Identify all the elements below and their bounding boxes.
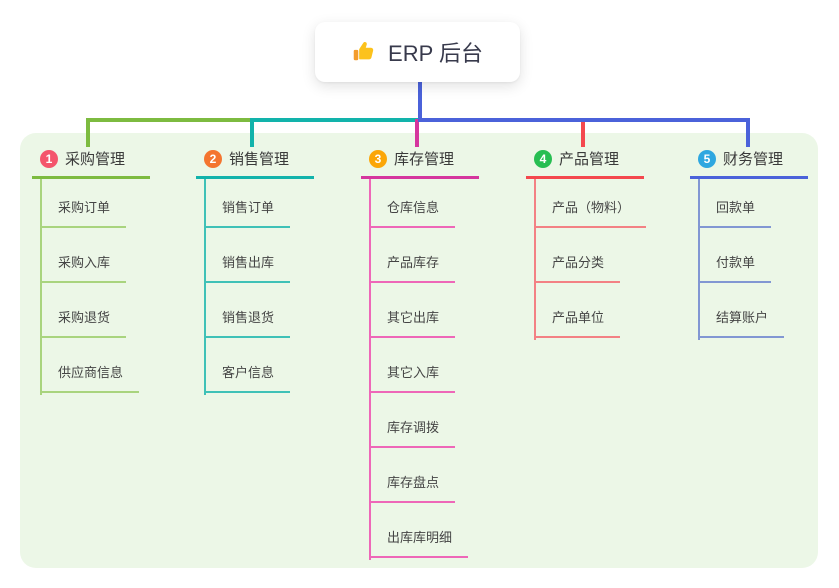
branch-children: 仓库信息 产品库存 其它出库 其它入库 库存调拨 库存盘点 出库库明细 [369, 198, 541, 558]
branch-number-badge: 5 [698, 149, 716, 168]
child-node[interactable]: 客户信息 [204, 363, 291, 393]
branch-node-sales[interactable]: 2 销售管理 [196, 146, 314, 179]
branch-label: 采购管理 [65, 151, 126, 168]
child-node[interactable]: 销售订单 [204, 198, 291, 228]
child-node[interactable]: 出库库明细 [369, 528, 469, 558]
branch-child-connector [534, 179, 536, 340]
branch-label: 库存管理 [394, 151, 455, 168]
child-node[interactable]: 仓库信息 [369, 198, 456, 228]
child-node[interactable]: 销售退货 [204, 308, 291, 338]
child-node[interactable]: 结算账户 [698, 308, 785, 338]
branch-label: 财务管理 [723, 151, 784, 168]
branch-number-badge: 2 [204, 149, 222, 168]
child-node[interactable]: 采购退货 [40, 308, 127, 338]
branch-finance: 5 财务管理 回款单 付款单 结算账户 [690, 146, 839, 363]
child-node[interactable]: 库存盘点 [369, 473, 456, 503]
child-node[interactable]: 采购入库 [40, 253, 127, 283]
child-node[interactable]: 产品分类 [534, 253, 621, 283]
branch-children: 产品（物料） 产品分类 产品单位 [534, 198, 706, 338]
branch-node-inventory[interactable]: 3 库存管理 [361, 146, 479, 179]
branch-children: 回款单 付款单 结算账户 [698, 198, 839, 338]
branch-inventory: 3 库存管理 仓库信息 产品库存 其它出库 其它入库 库存调拨 库存盘点 出库库… [361, 146, 541, 583]
branch-sales: 2 销售管理 销售订单 销售出库 销售退货 客户信息 [196, 146, 376, 418]
branch-purchase: 1 采购管理 采购订单 采购入库 采购退货 供应商信息 [32, 146, 212, 418]
root-node-label: ERP 后台 [388, 41, 483, 66]
branch-number-badge: 4 [534, 149, 552, 168]
branch-child-connector [40, 179, 42, 395]
branch-label: 产品管理 [559, 151, 620, 168]
child-node[interactable]: 产品库存 [369, 253, 456, 283]
branch-label: 销售管理 [229, 151, 290, 168]
child-node[interactable]: 付款单 [698, 253, 772, 283]
child-node[interactable]: 销售出库 [204, 253, 291, 283]
branches-background-panel [20, 133, 818, 568]
branch-children: 采购订单 采购入库 采购退货 供应商信息 [40, 198, 212, 393]
child-node[interactable]: 采购订单 [40, 198, 127, 228]
child-node[interactable]: 回款单 [698, 198, 772, 228]
branch-node-purchase[interactable]: 1 采购管理 [32, 146, 150, 179]
root-node[interactable]: ERP 后台 [315, 22, 520, 82]
child-node[interactable]: 供应商信息 [40, 363, 140, 393]
branch-child-connector [698, 179, 700, 340]
branch-product: 4 产品管理 产品（物料） 产品分类 产品单位 [526, 146, 706, 363]
child-node[interactable]: 产品（物料） [534, 198, 647, 228]
child-node[interactable]: 库存调拨 [369, 418, 456, 448]
branch-number-badge: 3 [369, 149, 387, 168]
child-node[interactable]: 其它入库 [369, 363, 456, 393]
child-node[interactable]: 产品单位 [534, 308, 621, 338]
branch-children: 销售订单 销售出库 销售退货 客户信息 [204, 198, 376, 393]
thumbs-up-icon [353, 42, 374, 61]
branch-child-connector [369, 179, 371, 560]
child-node[interactable]: 其它出库 [369, 308, 456, 338]
branch-node-finance[interactable]: 5 财务管理 [690, 146, 808, 179]
branch-node-product[interactable]: 4 产品管理 [526, 146, 644, 179]
branch-number-badge: 1 [40, 149, 58, 168]
branch-child-connector [204, 179, 206, 395]
